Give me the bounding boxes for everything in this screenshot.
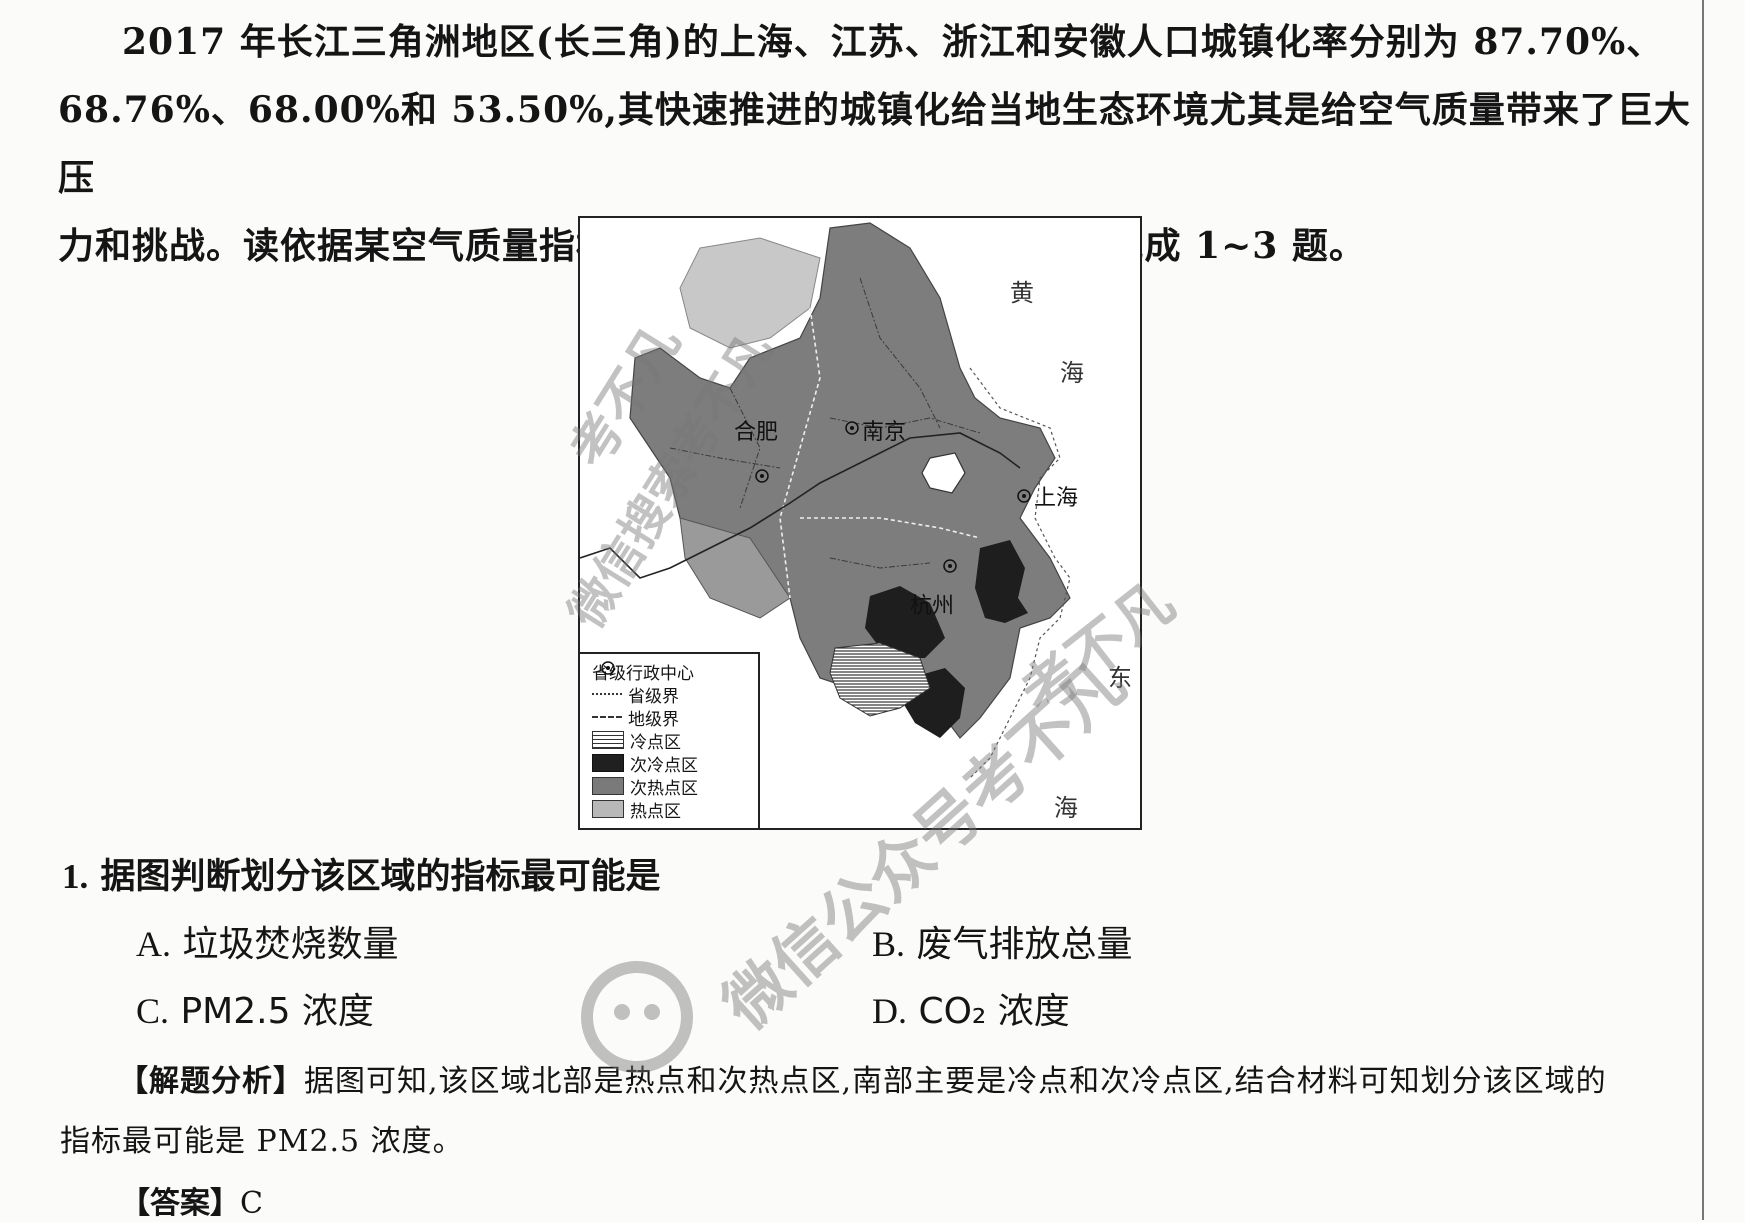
option-a-letter: A.: [136, 924, 171, 964]
analysis-text-1: 据图可知,该区域北部是热点和次热点区,南部主要是冷点和次冷点区,结合材料可知划分…: [304, 1064, 1607, 1099]
question-number: 1.: [62, 857, 89, 896]
coastline: [969, 367, 1071, 779]
analysis-tag: 【解题分析】: [118, 1064, 304, 1099]
question-title: 1. 据图判断划分该区域的指标最可能是: [62, 848, 660, 899]
option-b-text: 废气排放总量: [916, 924, 1133, 965]
option-c-letter: C.: [136, 991, 170, 1031]
option-d[interactable]: D. CO₂ 浓度: [872, 982, 1070, 1034]
province-border-symbol: [592, 693, 622, 695]
province-border-2: [800, 517, 981, 539]
prefecture-border-2: [859, 277, 941, 429]
city-label-nanjing: 南京: [862, 420, 907, 445]
analysis-line-2: 指标最可能是 PM2.5 浓度。: [60, 1124, 464, 1159]
intro-line-1: 2017 年长江三角洲地区(长三角)的上海、江苏、浙江和安徽人口城镇化率分别为 …: [122, 21, 1664, 63]
center-symbol-icon: [601, 661, 615, 675]
hot-swatch: [592, 800, 624, 818]
answer-tag: 【答案】: [120, 1186, 240, 1221]
answer-value: C: [240, 1186, 263, 1221]
subcold-swatch: [592, 754, 624, 772]
wechat-logo-watermark-icon: [581, 961, 693, 1073]
legend-row-center: 省级行政中心: [592, 660, 694, 684]
analysis-block: 【解题分析】据图可知,该区域北部是热点和次热点区,南部主要是冷点和次冷点区,结合…: [60, 1052, 1690, 1172]
city-marker-hefei: [755, 469, 769, 483]
subcold-zone-coast: [975, 540, 1028, 623]
option-a[interactable]: A. 垃圾焚烧数量: [136, 915, 398, 967]
legend-label-hot: 热点区: [630, 801, 681, 822]
scan-edge: [1702, 0, 1704, 1220]
option-a-text: 垃圾焚烧数量: [182, 924, 399, 965]
subcold-zone-mid: [865, 586, 945, 658]
city-marker-shanghai: [1017, 489, 1031, 503]
map-legend: 省级行政中心 省级界 地级界 冷点区 次冷点区 次热点区 热点区: [580, 652, 760, 828]
legend-label-province: 省级界: [628, 686, 679, 707]
answer-block: 【答案】C: [120, 1178, 263, 1222]
subhot-swatch: [592, 777, 624, 795]
city-marker-nanjing: [845, 421, 859, 435]
legend-label-subhot: 次热点区: [630, 778, 698, 799]
prefecture-border-5: [829, 557, 931, 569]
legend-label-cold: 冷点区: [630, 732, 681, 753]
legend-row-hot: 热点区: [592, 798, 681, 822]
legend-row-subcold: 次冷点区: [592, 752, 698, 776]
question-text: 据图判断划分该区域的指标最可能是: [100, 857, 661, 897]
intro-line-2: 68.76%、68.00%和 53.50%,其快速推进的城镇化给当地生态环境尤其…: [58, 89, 1691, 199]
option-d-text: CO₂ 浓度: [918, 991, 1070, 1032]
option-c-text: PM2.5 浓度: [180, 991, 374, 1032]
legend-label-prefecture: 地级界: [628, 709, 679, 730]
province-border-1: [779, 307, 821, 599]
legend-row-province: 省级界: [592, 683, 679, 707]
option-c[interactable]: C. PM2.5 浓度: [136, 982, 374, 1034]
city-label-shanghai: 上海: [1034, 486, 1079, 511]
sea-label-hai-2: 海: [1054, 794, 1078, 822]
map-graphic: [580, 222, 1071, 779]
prefecture-border-symbol: [592, 716, 622, 718]
cold-swatch: [592, 731, 624, 749]
option-b-letter: B.: [872, 924, 906, 964]
legend-label-subcold: 次冷点区: [630, 755, 698, 776]
sea-label-huang: 黄: [1010, 279, 1034, 307]
sea-label-dong: 东: [1108, 664, 1132, 692]
taihu-lake: [921, 452, 966, 494]
prefecture-border-4: [669, 447, 781, 469]
analysis-line-1: 【解题分析】据图可知,该区域北部是热点和次热点区,南部主要是冷点和次冷点区,结合…: [60, 1052, 1690, 1112]
legend-row-cold: 冷点区: [592, 729, 681, 753]
prefecture-border-1: [729, 387, 761, 509]
hot-zone-north: [679, 237, 821, 349]
cold-zone: [829, 642, 931, 717]
hot-zone-sw: [679, 517, 791, 619]
legend-row-subhot: 次热点区: [592, 775, 698, 799]
yangtze-delta-map: 合肥 南京 上海 杭州 黄 海 东 海 省级行政中心 省级界 地级界 冷点区 次…: [578, 216, 1142, 830]
city-label-hangzhou: 杭州: [910, 594, 955, 619]
option-b[interactable]: B. 废气排放总量: [872, 915, 1132, 967]
legend-row-prefecture: 地级界: [592, 706, 679, 730]
legend-label-center: 省级行政中心: [592, 663, 694, 684]
city-marker-hangzhou: [943, 559, 957, 573]
sea-label-hai-1: 海: [1060, 359, 1084, 387]
option-d-letter: D.: [872, 991, 907, 1031]
yangtze-river: [580, 432, 1021, 579]
city-label-hefei: 合肥: [734, 420, 779, 445]
